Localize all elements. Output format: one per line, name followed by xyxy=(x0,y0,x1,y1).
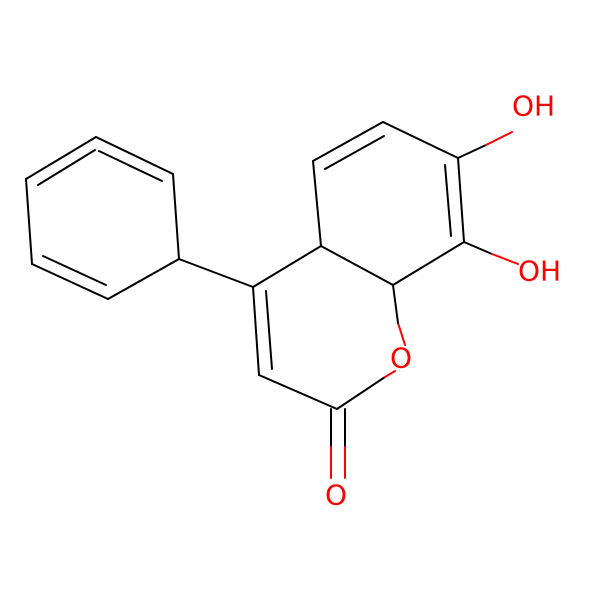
hydroxyl-bottom-label: OH xyxy=(518,255,561,288)
bond xyxy=(392,284,399,324)
bond xyxy=(312,160,322,247)
bond xyxy=(31,263,109,300)
bond xyxy=(392,241,465,286)
bond xyxy=(320,245,394,286)
bond xyxy=(312,121,384,162)
bond xyxy=(98,150,163,182)
bond xyxy=(384,370,396,378)
bond xyxy=(382,121,459,159)
bond xyxy=(336,376,386,410)
bond xyxy=(25,136,97,180)
bond xyxy=(252,245,322,288)
bond xyxy=(95,136,174,175)
bond xyxy=(463,241,493,255)
bond xyxy=(258,374,338,410)
bond xyxy=(37,149,96,186)
benzo-ring xyxy=(312,121,465,286)
bond xyxy=(172,173,180,260)
bond xyxy=(107,258,180,300)
bond xyxy=(265,290,273,370)
ring-oxygen-label: O xyxy=(390,342,412,375)
bond xyxy=(252,286,260,376)
bond xyxy=(457,157,465,243)
bond xyxy=(485,131,513,146)
carbonyl-oxygen-label: O xyxy=(325,479,347,512)
bond xyxy=(25,178,33,265)
bond xyxy=(491,253,519,265)
pyranone-ring xyxy=(252,245,406,410)
bond xyxy=(397,322,406,346)
phenyl-ring xyxy=(25,136,180,300)
bond xyxy=(457,144,487,159)
bond xyxy=(42,255,107,286)
bond xyxy=(444,164,452,237)
bond xyxy=(324,135,385,170)
hydroxyl-top-label: OH xyxy=(512,90,555,123)
carbonyl-bond xyxy=(330,408,346,479)
bond xyxy=(178,258,254,288)
